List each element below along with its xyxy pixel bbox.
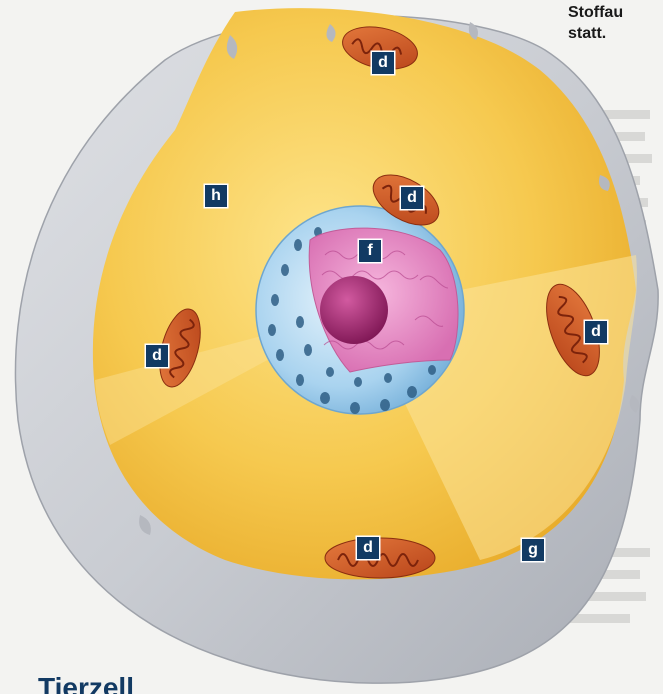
section-heading: Tierzell xyxy=(38,668,134,694)
label-mitochondrion-center: d xyxy=(401,187,423,209)
label-cytoplasm: h xyxy=(205,185,227,207)
nucleus xyxy=(256,206,464,414)
label-mitochondrion-right: d xyxy=(585,321,607,343)
label-mitochondrion-left: d xyxy=(146,345,168,367)
label-nucleus: f xyxy=(359,240,381,262)
label-mitochondrion-top: d xyxy=(372,52,394,74)
label-mitochondrion-bottom: d xyxy=(357,537,379,559)
cropped-line-1: Stoffau xyxy=(568,2,663,23)
label-cell-membrane: g xyxy=(522,539,544,561)
cropped-paragraph-text: Stoffau statt. xyxy=(568,2,663,44)
cropped-line-2: statt. xyxy=(568,23,663,44)
nucleolus xyxy=(320,276,388,344)
